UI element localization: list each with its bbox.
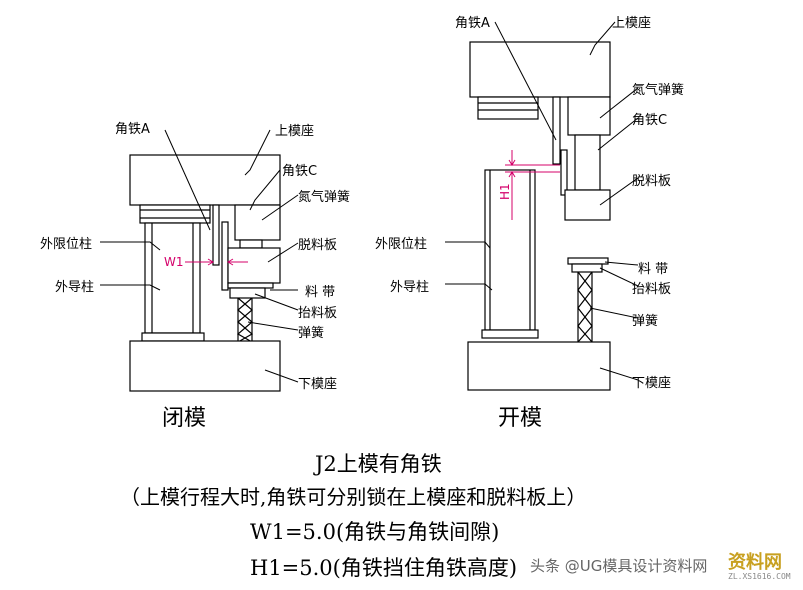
closed-upper-die-seat — [129, 154, 281, 206]
open-nitrogen-spring — [567, 96, 611, 136]
watermark-text: 头条 @UG模具设计资料网 — [530, 557, 708, 575]
label-closed-stripper-plate: 脱料板 — [298, 238, 338, 253]
open-stripper-plate — [564, 189, 611, 221]
label-open-outer-limit-post: 外限位柱 — [375, 237, 428, 252]
label-closed-nitrogen-spring: 氮气弹簧 — [298, 190, 351, 205]
watermark-url: ZL.XS1616.COM — [728, 572, 791, 581]
open-upper-die-seat — [469, 41, 611, 98]
open-angle-iron-c — [560, 149, 568, 196]
caption-line-2: （上模行程大时,角铁可分别锁在上模座和脱料板上） — [120, 485, 587, 509]
watermark-logo: 资料网 — [728, 552, 782, 573]
open-angle-iron-a — [552, 96, 561, 165]
label-closed-w1: W1 — [164, 255, 184, 269]
open-strip — [567, 257, 609, 265]
label-closed-angle-iron-c: 角铁C — [282, 164, 318, 179]
closed-w1-dimension — [185, 258, 248, 266]
label-open-h1: H1 — [498, 183, 512, 200]
label-open-nitrogen-spring: 氮气弹簧 — [632, 83, 685, 98]
label-closed-outer-guide-post: 外导柱 — [55, 280, 95, 295]
open-view-title: 开模 — [498, 406, 543, 431]
open-view — [445, 21, 639, 391]
caption-line-3: W1=5.0(角铁与角铁间隙) — [250, 520, 500, 544]
label-open-upper-die-seat: 上模座 — [612, 16, 652, 31]
closed-outer-limit-post — [144, 222, 201, 334]
closed-angle-iron-a — [212, 204, 220, 266]
caption-line-1: J2上模有角铁 — [315, 452, 442, 476]
label-open-angle-iron-a: 角铁A — [455, 16, 490, 31]
label-closed-spring: 弹簧 — [298, 326, 325, 341]
closed-angle-iron-c — [221, 221, 229, 291]
closed-lower-die-seat — [129, 340, 281, 392]
closed-nitrogen-spring — [234, 204, 281, 241]
label-closed-upper-die-seat: 上模座 — [275, 124, 315, 139]
label-open-lower-die-seat: 下模座 — [632, 376, 672, 391]
open-h1-dimension — [505, 150, 560, 220]
closed-lifter-plate — [229, 287, 266, 299]
open-spring — [577, 271, 593, 343]
label-open-outer-guide-post: 外导柱 — [390, 280, 430, 295]
closed-leaders — [100, 129, 299, 383]
closed-view-title: 闭模 — [162, 406, 207, 431]
open-leaders — [445, 21, 639, 381]
label-open-strip: 料 带 — [638, 262, 669, 277]
label-closed-strip: 料 带 — [305, 285, 336, 300]
label-open-spring: 弹簧 — [632, 314, 659, 329]
closed-view — [100, 129, 299, 392]
label-open-stripper-plate: 脱料板 — [632, 174, 672, 189]
label-open-lifter-plate: 抬料板 — [632, 282, 672, 297]
label-closed-lifter-plate: 抬料板 — [298, 306, 338, 321]
open-lifter-plate — [571, 263, 603, 273]
label-closed-outer-limit-post: 外限位柱 — [40, 237, 93, 252]
closed-spring — [236, 297, 254, 343]
closed-strip — [227, 282, 274, 289]
open-lower-die-seat — [467, 341, 611, 391]
closed-stripper-plate — [227, 247, 281, 284]
caption-line-4: H1=5.0(角铁挡住角铁高度) — [250, 556, 518, 580]
label-closed-lower-die-seat: 下模座 — [298, 377, 338, 392]
label-closed-angle-iron-a: 角铁A — [115, 122, 150, 137]
open-clamp-block — [477, 96, 539, 120]
label-open-angle-iron-c: 角铁C — [632, 113, 668, 128]
